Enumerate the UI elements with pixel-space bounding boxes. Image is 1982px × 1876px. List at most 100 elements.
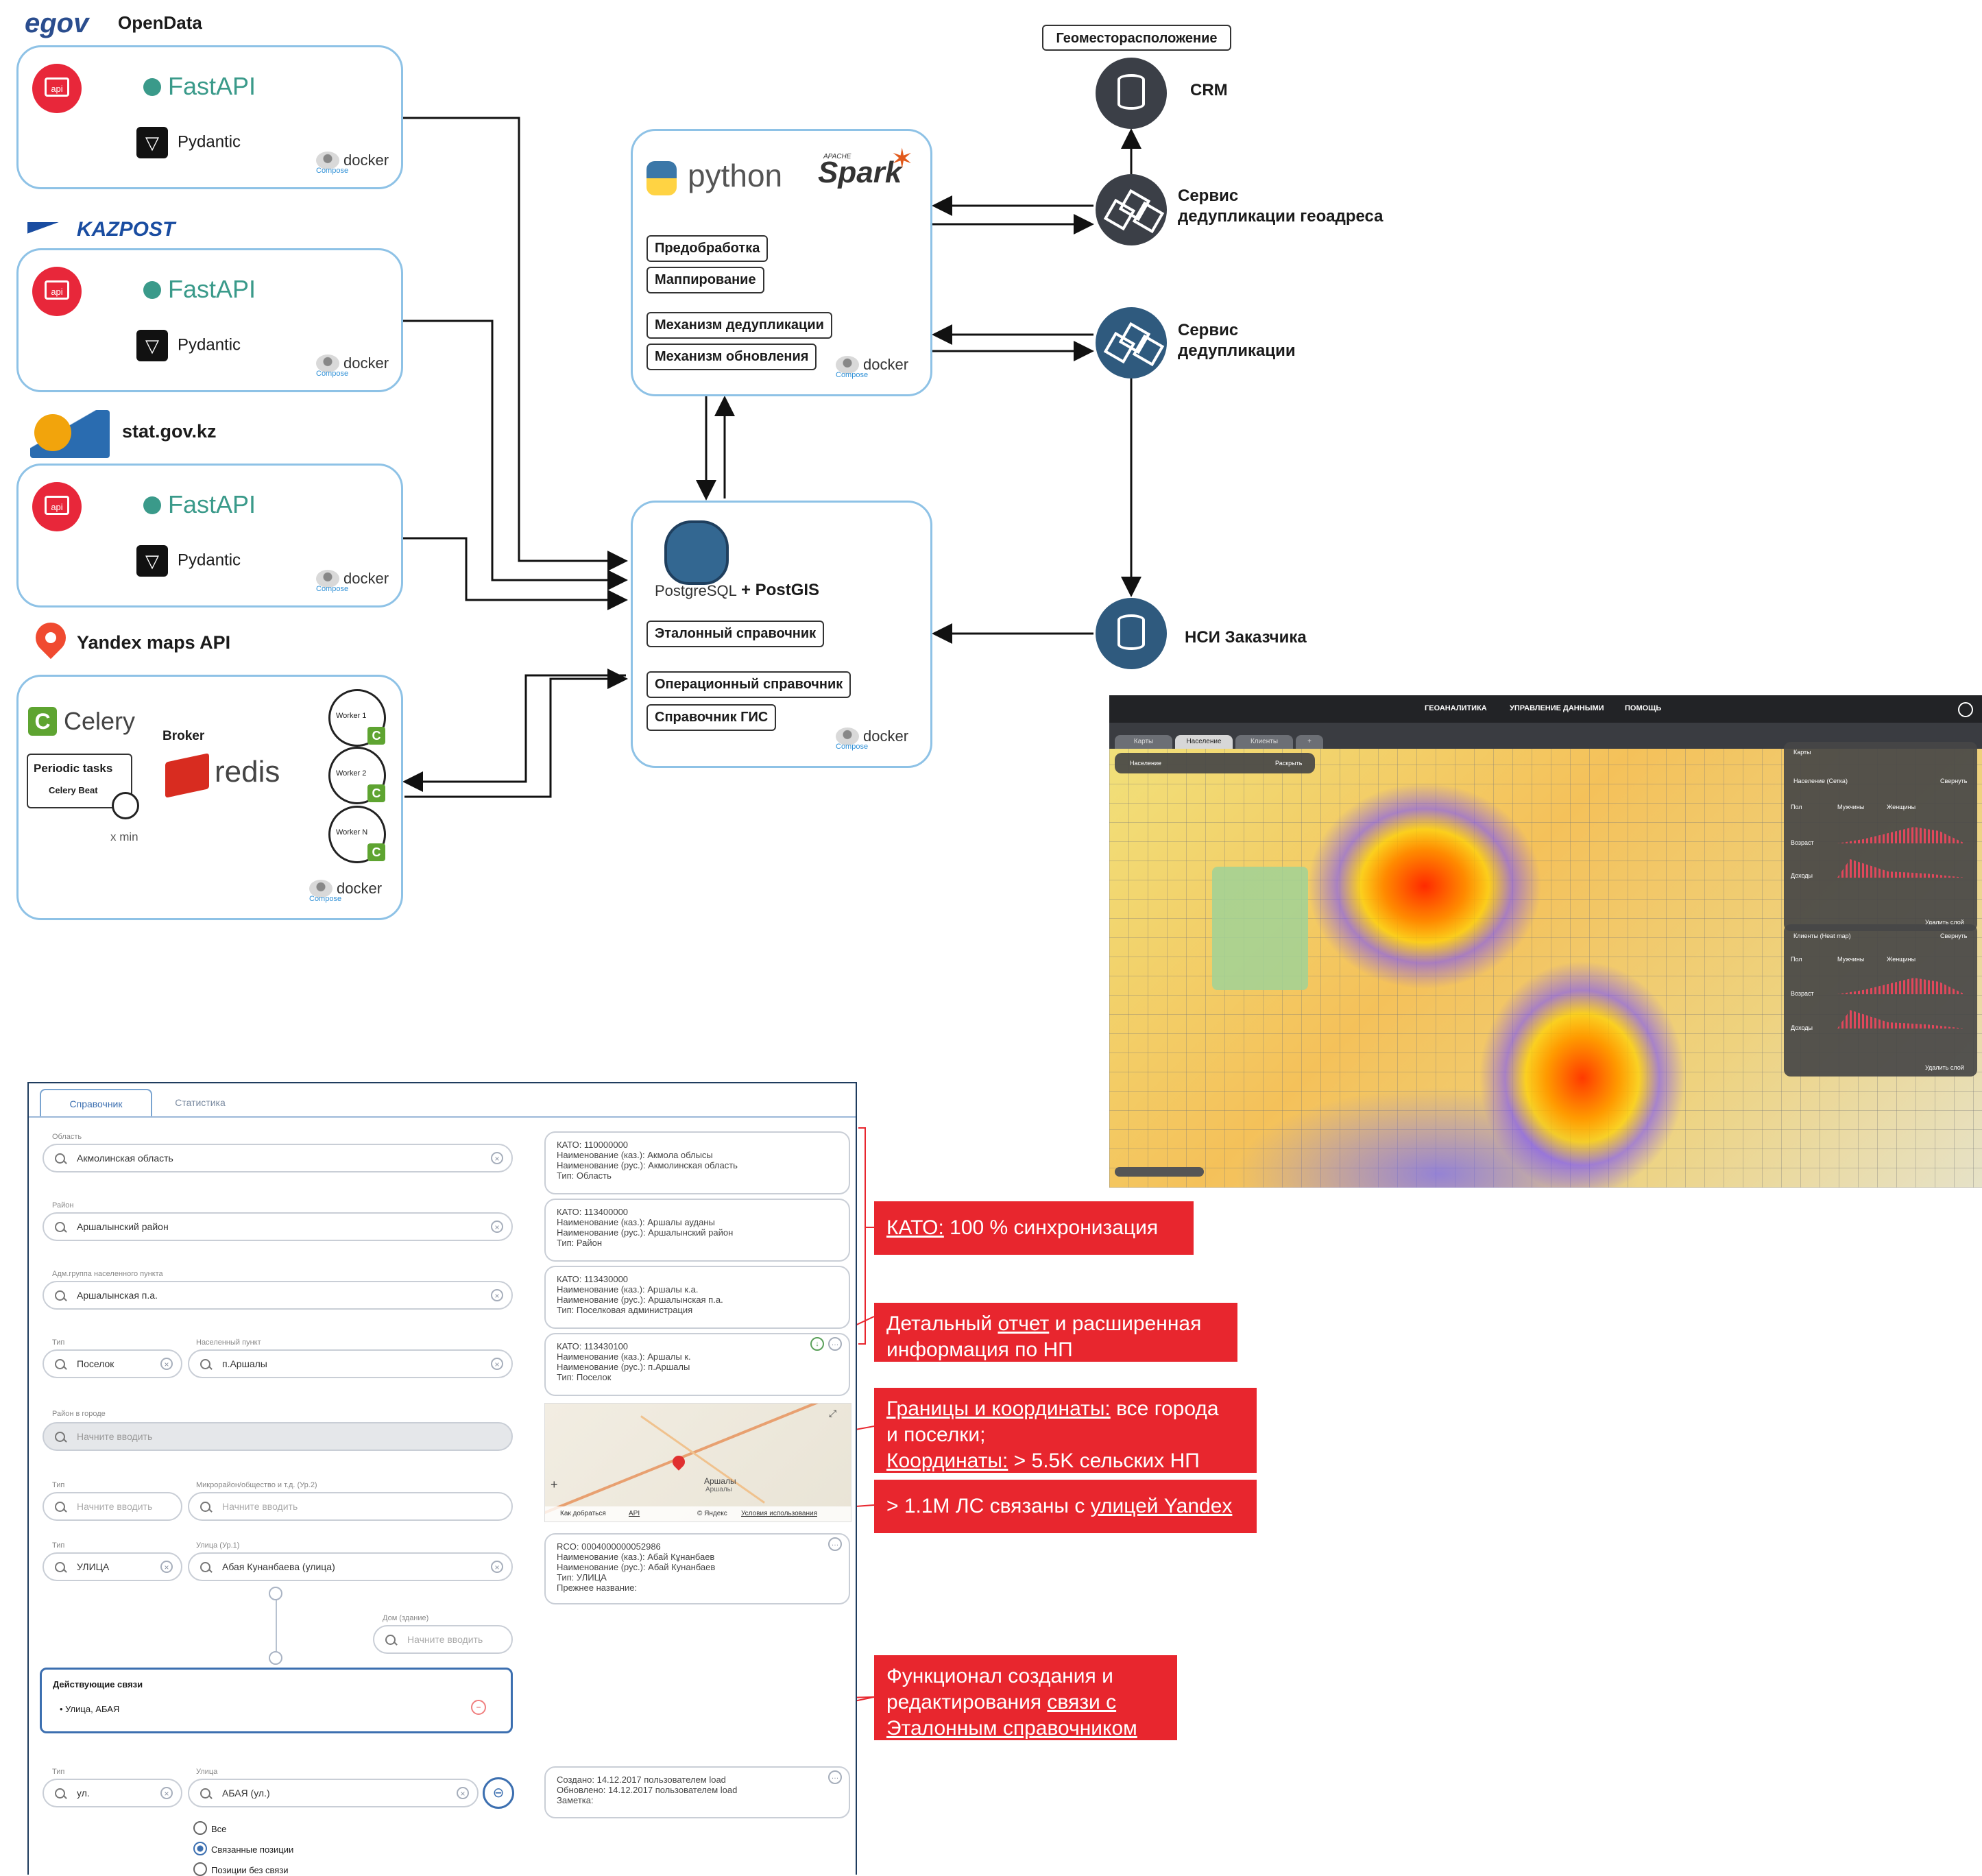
- clear-icon[interactable]: ×: [491, 1220, 503, 1233]
- clear-icon[interactable]: ×: [491, 1561, 503, 1573]
- fastapi-logo: FastAPI: [143, 72, 256, 101]
- periodic-tasks-label: Periodic tasks: [34, 762, 113, 775]
- search-icon: [200, 1502, 210, 1512]
- clear-icon[interactable]: ×: [491, 1152, 503, 1164]
- worker-2: Worker 2 C: [328, 747, 386, 804]
- arrow-kazpost-to-pg: [403, 320, 628, 590]
- pydantic-icon: ▽: [136, 127, 168, 158]
- admgroup-input[interactable]: Аршалынская п.а.×: [43, 1281, 513, 1310]
- delete-layer-button[interactable]: Удалить слой: [1925, 919, 1964, 926]
- type-input-2[interactable]: Начните вводить: [43, 1492, 182, 1521]
- age-histogram[interactable]: [1837, 827, 1965, 843]
- street-input[interactable]: Абая Кунанбаева (улица)×: [188, 1552, 513, 1581]
- map-terms-link[interactable]: Условия использования: [741, 1510, 817, 1517]
- nsi-label: НСИ Заказчика: [1185, 628, 1307, 647]
- docker-icon: [836, 727, 859, 745]
- female-checkbox[interactable]: Женщины: [1887, 956, 1916, 963]
- street-type-input[interactable]: УЛИЦА×: [43, 1552, 182, 1581]
- male-checkbox[interactable]: Мужчины: [1837, 956, 1865, 963]
- clear-icon[interactable]: ×: [160, 1787, 173, 1799]
- district-label: Район: [52, 1201, 74, 1210]
- tab-underline: [29, 1116, 856, 1118]
- tab-maps[interactable]: Карты: [1115, 735, 1172, 749]
- kazpost-wordmark: KAZPOST: [77, 218, 176, 241]
- age-label: Возраст: [1791, 839, 1814, 846]
- active-link-item[interactable]: • Улица, АБАЯ: [60, 1704, 120, 1714]
- user-icon[interactable]: [1958, 702, 1973, 717]
- map-route-link[interactable]: Как добраться: [560, 1510, 606, 1517]
- download-icon[interactable]: ↓: [810, 1337, 824, 1351]
- income-histogram[interactable]: [1837, 859, 1965, 878]
- zoom-in-button[interactable]: +: [551, 1478, 558, 1491]
- bottom-street-input[interactable]: АБАЯ (ул.)×: [188, 1779, 479, 1807]
- micro-input[interactable]: Начните вводить: [188, 1492, 513, 1521]
- income-histogram[interactable]: [1837, 1010, 1965, 1029]
- worker-n: Worker N C: [328, 806, 386, 863]
- bottom-type-input[interactable]: ул.×: [43, 1779, 182, 1807]
- house-input[interactable]: Начните вводить: [373, 1625, 513, 1654]
- zoom-slider[interactable]: [1115, 1167, 1204, 1177]
- age-histogram[interactable]: [1837, 978, 1965, 994]
- panel-collapse[interactable]: Свернуть: [1940, 778, 1968, 784]
- city-district-input[interactable]: Начните вводить: [43, 1422, 513, 1451]
- egov-logo: egov: [25, 8, 89, 38]
- clear-icon[interactable]: ×: [160, 1358, 173, 1370]
- district-input[interactable]: Аршалынский район×: [43, 1212, 513, 1241]
- more-icon[interactable]: …: [828, 1770, 842, 1784]
- geo-dedup-label-1: Сервис: [1178, 187, 1239, 205]
- delete-layer-button[interactable]: Удалить слой: [1925, 1064, 1964, 1071]
- search-icon: [55, 1562, 65, 1572]
- table-gis: Справочник ГИС: [646, 704, 777, 731]
- kazpost-wing-icon: [27, 222, 67, 236]
- api-badge-icon: api: [32, 64, 82, 113]
- panel-collapse[interactable]: Свернуть: [1940, 933, 1968, 939]
- clear-icon[interactable]: ×: [491, 1358, 503, 1370]
- bottom-street-label: Улица: [196, 1768, 218, 1776]
- nav-data-management[interactable]: УПРАВЛЕНИЕ ДАННЫМИ: [1510, 704, 1604, 712]
- worker-1-label: Worker 1: [336, 712, 367, 720]
- callout-kato-sync: КАТО: 100 % синхронизация: [874, 1201, 1194, 1255]
- celery-icon: C: [367, 784, 385, 802]
- clear-icon[interactable]: ×: [491, 1289, 503, 1301]
- tab-directory[interactable]: Справочник: [40, 1089, 152, 1118]
- tab-clients[interactable]: Клиенты: [1235, 735, 1293, 749]
- left-panel-expand[interactable]: Раскрыть: [1275, 760, 1303, 767]
- panel-heat-title: Клиенты (Heat map): [1793, 933, 1851, 939]
- callout-yandex-links: > 1.1М ЛС связаны с улицей Yandex: [874, 1480, 1257, 1533]
- dedup-label-1: Сервис: [1178, 321, 1239, 339]
- city-district-label: Район в городе: [52, 1410, 106, 1418]
- tab-add[interactable]: +: [1296, 735, 1323, 749]
- radio-linked[interactable]: Связанные позиции: [193, 1842, 293, 1855]
- map-footer: Как добраться API © Яндекс Условия испол…: [545, 1506, 851, 1522]
- male-checkbox[interactable]: Мужчины: [1837, 804, 1865, 810]
- clear-icon[interactable]: ×: [160, 1561, 173, 1573]
- map-api-link[interactable]: API: [629, 1510, 640, 1517]
- type-label: Тип: [52, 1338, 65, 1347]
- type-input[interactable]: Поселок×: [43, 1349, 182, 1378]
- more-icon[interactable]: …: [828, 1337, 842, 1351]
- bracket-kato: [858, 1127, 866, 1345]
- remove-link-icon[interactable]: −: [471, 1700, 486, 1715]
- fullscreen-icon[interactable]: ⤢: [829, 1408, 837, 1419]
- more-icon[interactable]: …: [828, 1537, 842, 1551]
- region-input[interactable]: Акмолинская область×: [43, 1144, 513, 1172]
- mini-map[interactable]: Аршалы Аршалы + ⤢ Как добраться API © Ян…: [544, 1403, 851, 1522]
- link-button[interactable]: ⊖: [483, 1777, 514, 1809]
- docker-icon: [309, 880, 333, 898]
- radio-all[interactable]: Все: [193, 1821, 226, 1835]
- clear-icon[interactable]: ×: [457, 1787, 469, 1799]
- tab-statistics[interactable]: Статистика: [175, 1097, 226, 1108]
- radio-unlinked[interactable]: Позиции без связи: [193, 1862, 289, 1876]
- female-checkbox[interactable]: Женщины: [1887, 804, 1916, 810]
- micro-label: Микрорайон/общество и т.д. (Ур.2): [196, 1481, 317, 1489]
- search-icon: [55, 1432, 65, 1442]
- nav-help[interactable]: ПОМОЩЬ: [1625, 704, 1662, 712]
- nav-geoanalytics[interactable]: ГЕОАНАЛИТИКА: [1425, 704, 1487, 712]
- settlement-input[interactable]: п.Аршалы×: [188, 1349, 513, 1378]
- tab-population[interactable]: Население: [1175, 735, 1233, 749]
- search-icon: [55, 1359, 65, 1369]
